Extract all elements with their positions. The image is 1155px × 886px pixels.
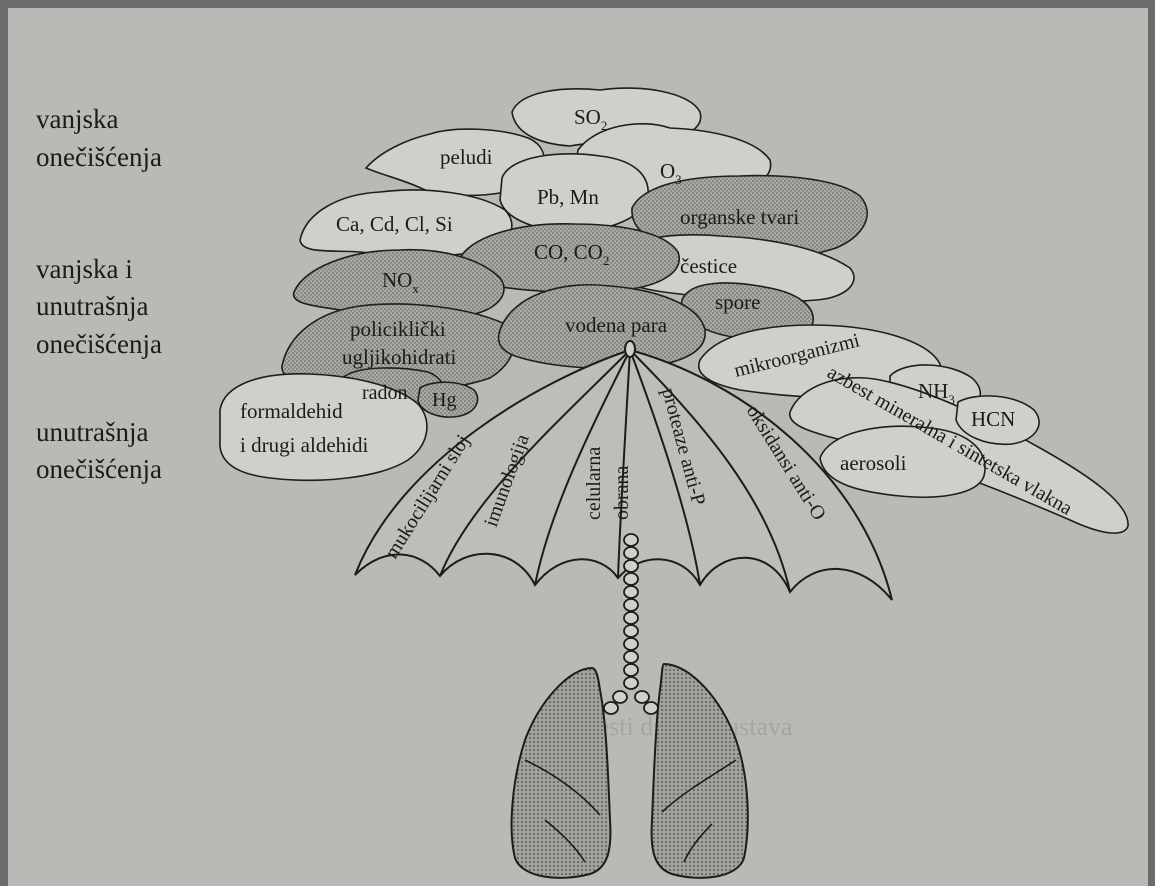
label-aerosoli: aerosoli [840,451,907,475]
panel-celularna: celularna [583,447,605,520]
label-formaldehid: formaldehid [240,399,343,423]
label-hg: Hg [432,389,456,411]
svg-text:vanjska: vanjska [36,104,118,134]
svg-text:vanjska i: vanjska i [36,254,133,284]
svg-text:onečišćenja: onečišćenja [36,329,162,359]
label-formaldehid-2: i drugi aldehidi [240,433,368,457]
label-organske: organske tvari [680,205,799,229]
label-co: CO, CO2 [534,240,609,268]
label-radon: radon [362,382,408,404]
label-pb-mn: Pb, Mn [537,185,599,209]
svg-text:unutrašnja: unutrašnja [36,417,148,447]
label-peludi: peludi [440,145,493,169]
label-vodena: vodena para [565,313,668,337]
label-hcn: HCN [971,407,1015,431]
label-cestice: čestice [680,254,737,278]
label-ca: Ca, Cd, Cl, Si [336,212,453,236]
label-spore: spore [715,290,761,314]
umbrella-tip [625,341,635,357]
label-policiklicki: policiklički [350,317,446,341]
panel-obrana: obrana [611,465,633,520]
svg-text:onečišćenja: onečišćenja [36,454,162,484]
svg-text:onečišćenja: onečišćenja [36,142,162,172]
label-ugljikohidrati: ugljikohidrati [342,345,456,369]
svg-text:unutrašnja: unutrašnja [36,291,148,321]
